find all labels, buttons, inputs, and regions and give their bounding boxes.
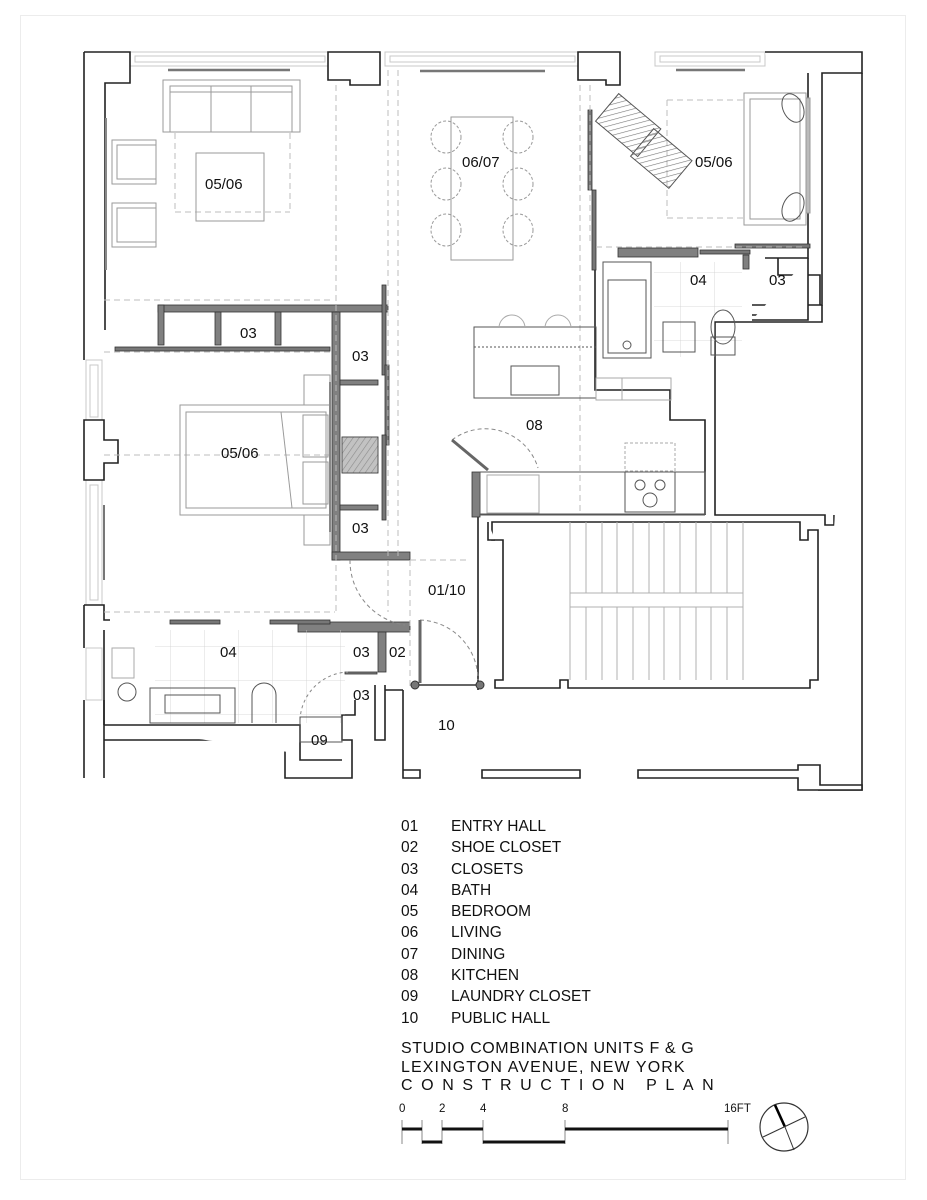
room-label-bedroom-ne: 05/06 [695,154,733,171]
bath-sink [662,321,696,353]
title-location: LEXINGTON AVENUE, NEW YORK [401,1058,686,1076]
scale-tick-label: 2 [439,1103,446,1115]
room-label-closet-central-upper: 03 [352,348,369,365]
living-furniture [105,79,301,270]
kitchen-counter [479,471,706,515]
kitchen-fixtures [473,314,706,516]
dining-furniture [430,116,534,261]
scale-bar [401,1120,729,1144]
doors [349,428,539,690]
title-project: STUDIO COMBINATION UNITS F & G [401,1040,695,1057]
bedroom-ne-furniture [594,92,811,226]
shower-head [117,682,137,702]
room-label-closet-top: 03 [240,325,257,342]
scale-tick-label: 0 [399,1103,406,1115]
range-stove [624,471,676,513]
scale-tick-label: 4 [480,1103,487,1115]
room-label-closet-ne: 03 [769,272,786,289]
room-label-closet-sw-upper: 03 [353,644,370,661]
toilet [251,682,277,723]
windows-north [129,51,766,73]
room-label-bath-ne: 04 [690,272,707,289]
room-label-living: 05/06 [205,176,243,193]
title-sheet: CONSTRUCTION PLAN [401,1077,723,1094]
stairs [569,522,744,680]
north-arrow-icon [759,1102,809,1152]
armchair [111,139,157,185]
bedroom-west-furniture [179,374,331,546]
toilet [710,309,736,345]
bath-ne-fixtures [602,261,742,359]
room-label-kitchen: 08 [526,417,543,434]
dining-table [450,116,514,261]
room-label-dining: 06/07 [462,154,500,171]
windows-west [85,359,105,701]
bathtub [602,261,652,359]
room-label-closet-sw-lower: 03 [353,687,370,704]
drawing-sheet-border [20,15,906,1180]
room-labels: 05/06 06/07 05/06 04 03 03 03 05/06 03 0… [205,154,786,749]
scale-tick-label: 8 [562,1103,569,1115]
room-label-public-hall: 10 [438,717,455,734]
bath-sink-vanity [149,687,236,724]
title-block: STUDIO COMBINATION UNITS F & G LEXINGTON… [401,1040,722,1096]
armchair [111,202,157,248]
room-label-bath-sw: 04 [220,644,237,661]
kitchen-island [473,326,597,399]
room-label-shoe-closet: 02 [389,644,406,661]
kitchen-sink [510,365,560,396]
room-label-bedroom-west: 05/06 [221,445,259,462]
room-label-laundry: 09 [311,732,328,749]
room-label-closet-central-lower: 03 [352,520,369,537]
dashed-lines [104,70,806,690]
bath-sw-fixtures [111,630,349,743]
room-label-entry: 01/10 [428,582,466,599]
coffee-table [195,152,265,222]
door-swing [299,671,349,721]
scale-tick-label: 16FT [724,1103,751,1115]
sofa [162,79,301,133]
